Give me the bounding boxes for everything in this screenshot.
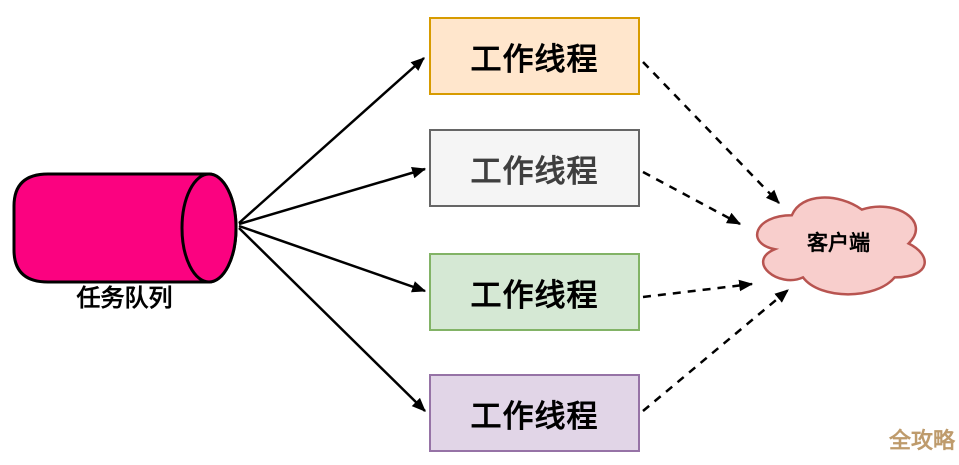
worker-thread-label: 工作线程: [470, 153, 599, 190]
arrow-worker-3-to-client: [642, 279, 754, 299]
arrow-worker-1-to-client: [642, 61, 780, 204]
worker-thread-label: 工作线程: [470, 41, 599, 78]
arrow-queue-to-worker-4: [238, 227, 426, 412]
worker-thread-box-1: 工作线程: [429, 17, 640, 95]
task-queue-cylinder: [12, 172, 238, 284]
arrow-queue-to-worker-2: [238, 167, 427, 226]
worker-thread-box-3: 工作线程: [429, 253, 640, 331]
arrow-queue-to-worker-1: [238, 57, 425, 224]
worker-thread-box-2: 工作线程: [429, 129, 640, 207]
task-queue-label: 任务队列: [76, 284, 173, 312]
worker-thread-label: 工作线程: [470, 277, 599, 314]
worker-thread-box-4: 工作线程: [429, 374, 640, 452]
client-cloud: [755, 196, 926, 296]
worker-thread-label: 工作线程: [470, 398, 599, 435]
client-label: 客户端: [807, 231, 870, 255]
watermark: 全攻略: [888, 429, 955, 454]
arrow-worker-2-to-client: [642, 170, 742, 226]
arrow-worker-4-to-client: [642, 289, 789, 412]
arrow-queue-to-worker-3: [238, 224, 427, 293]
